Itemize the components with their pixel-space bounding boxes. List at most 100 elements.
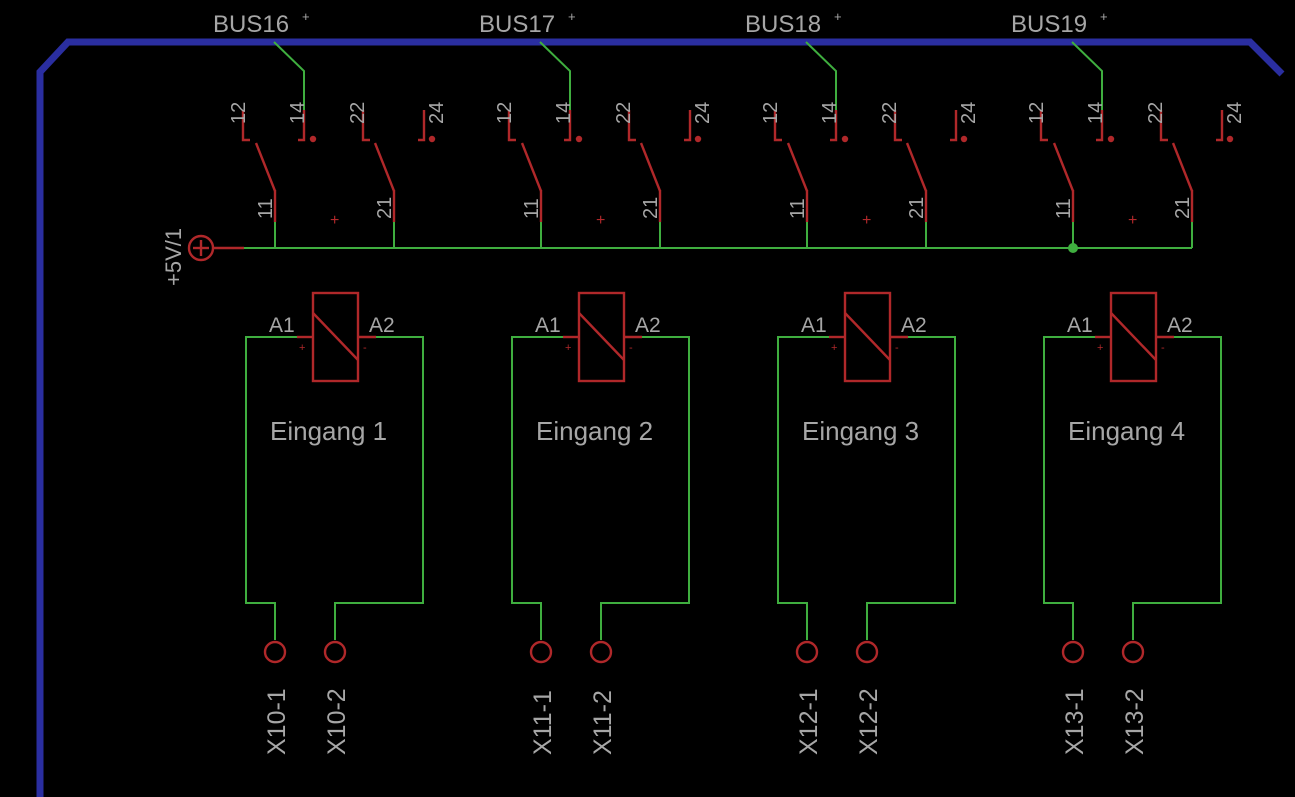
contact-pin-label: 12 [494,102,516,124]
terminal-label-2: X13-2 [1121,688,1149,755]
contact-pin-label: 14 [1085,102,1107,124]
contact-pin-label: 22 [347,102,369,124]
terminal-2 [855,640,879,664]
contact-pin-label: 21 [374,197,396,219]
terminal-2 [323,640,347,664]
coil-mark-plus: + [299,342,305,354]
contact-dot-14 [1107,135,1115,143]
terminal-1 [1061,640,1085,664]
contact-dot-14 [841,135,849,143]
contact-pin-label: 14 [819,102,841,124]
contact-pin-label: 14 [553,102,575,124]
bus-mark: + [302,9,310,24]
contact-pin-label: 24 [426,102,448,124]
bus-mark: + [1100,9,1108,24]
bus-tap-wire [1071,41,1103,140]
contact-pin-label: 14 [287,102,309,124]
terminal-label-1: X10-1 [263,688,291,755]
coil-pin-a2: A2 [369,314,395,337]
coil-wire-right [1132,336,1222,640]
coil-wire-left [1043,336,1095,640]
coil-pin-a1: A1 [535,314,561,337]
contact-dot-24 [694,135,702,143]
contact-pin-label: 11 [1053,198,1075,219]
switch-arm-1 [520,142,543,192]
contact-center-mark: + [330,212,339,229]
contact-dot-24 [428,135,436,143]
contact-pin-label: 24 [1224,102,1246,124]
contact-pin-label: 21 [906,197,928,219]
coil-wire-right [334,336,424,640]
no-contact-14 [564,110,572,142]
supply-label: +5V/1 [161,228,186,286]
bus-tap-wire [539,41,571,140]
terminal-2 [589,640,613,664]
bus-tap-wire [273,41,305,140]
switch-arm-2 [905,142,928,192]
no-contact-24 [950,110,958,142]
relay-units: BUS16 +12 14 11 22 24 21 + A1 A2 + - Eingang 1 X10-1 X… [213,9,1246,755]
contact-center-mark: + [596,212,605,229]
nc-contact-12 [241,110,250,142]
contact-pin-label: 11 [787,198,809,219]
contact-pin-label: 24 [692,102,714,124]
terminal-label-1: X13-1 [1061,688,1089,755]
nc-contact-22 [893,110,902,142]
coil-mark-minus: - [895,342,899,354]
bus-tap-wire [805,41,837,140]
nc-contact-12 [773,110,782,142]
terminal-label-1: X11-1 [529,690,557,755]
bus-label: BUS18 [745,11,821,38]
switch-arm-1 [1052,142,1075,192]
terminal-1 [795,640,819,664]
relay-title: Eingang 2 [536,416,653,446]
no-contact-24 [684,110,692,142]
contact-pin-label: 22 [879,102,901,124]
coil-pin-a2: A2 [901,314,927,337]
terminal-1 [263,640,287,664]
contact-pin-label: 22 [613,102,635,124]
contact-pin-label: 24 [958,102,980,124]
switch-arm-2 [1171,142,1194,192]
no-contact-24 [418,110,426,142]
contact-pin-label: 22 [1145,102,1167,124]
relay-title: Eingang 1 [270,416,387,446]
switch-arm-2 [373,142,396,192]
coil-wire-left [245,336,297,640]
terminal-label-1: X12-1 [795,688,823,755]
switch-arm-1 [254,142,277,192]
coil-mark-minus: - [1161,342,1165,354]
coil-wire-right [866,336,956,640]
bus-label: BUS16 [213,11,289,38]
switch-arm-2 [639,142,662,192]
contact-center-mark: + [1128,212,1137,229]
coil-pin-a2: A2 [1167,314,1193,337]
coil-mark-plus: + [1097,342,1103,354]
bus-line [36,38,1285,797]
bus-mark: + [834,9,842,24]
relay-coil-diagonal [578,312,625,361]
contact-pin-label: 11 [255,198,277,219]
coil-pin-a1: A1 [801,314,827,337]
no-contact-14 [298,110,306,142]
coil-pin-a2: A2 [635,314,661,337]
terminal-label-2: X12-2 [855,688,883,755]
coil-wire-right [600,336,690,640]
coil-mark-plus: + [565,342,571,354]
no-contact-14 [830,110,838,142]
bus-label: BUS17 [479,11,555,38]
coil-mark-minus: - [629,342,633,354]
switch-arm-1 [786,142,809,192]
terminal-label-2: X10-2 [323,688,351,755]
contact-pin-label: 12 [1026,102,1048,124]
contact-center-mark: + [862,212,871,229]
no-contact-24 [1216,110,1224,142]
contact-dot-14 [309,135,317,143]
terminal-2 [1121,640,1145,664]
supply-5v: +5V/1 [161,228,244,286]
contact-dot-24 [960,135,968,143]
